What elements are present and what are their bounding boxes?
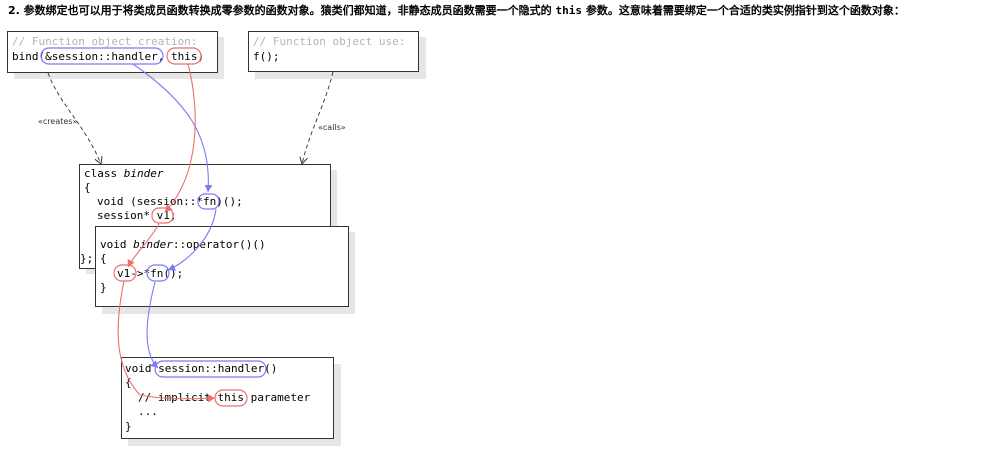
v1-member-highlight xyxy=(151,207,174,224)
heading-code-this: this xyxy=(555,4,583,17)
dependency-arrows: «creates» «calls» xyxy=(38,71,346,164)
creates-label: «creates» xyxy=(38,117,77,126)
red-flow-segment-3 xyxy=(117,280,216,403)
operator-open-brace: { xyxy=(100,252,107,265)
handler-name-highlight xyxy=(154,360,267,378)
handler-ref-highlight xyxy=(40,47,164,65)
blue-flow-segment-2 xyxy=(167,208,217,272)
creates-arrow xyxy=(47,72,101,164)
blue-flow-segment-3 xyxy=(146,281,159,369)
handler-signature: void session::handler() xyxy=(125,362,277,375)
red-flow-segment-1 xyxy=(164,63,196,213)
binder-close-brace: }; xyxy=(80,252,93,265)
heading-text-1: 2. 参数绑定也可以用于将类成员函数转换成零参数的函数对象。猿类们都知道，非静态… xyxy=(8,4,552,17)
fn-member-highlight xyxy=(197,193,220,210)
use-code: f(); xyxy=(253,50,280,63)
use-box: // Function object use: f(); xyxy=(248,31,426,79)
calls-arrow xyxy=(302,71,334,164)
binder-v1-member: session* v1; xyxy=(97,209,176,222)
description-heading: 2. 参数绑定也可以用于将类成员函数转换成零参数的函数对象。猿类们都知道，非静态… xyxy=(8,3,983,18)
handler-ellipsis: ... xyxy=(138,405,158,418)
creation-comment: // Function object creation: xyxy=(12,35,197,48)
heading-text-2: 参数。这意味着需要绑定一个合适的类实例指针到这个函数对象： xyxy=(585,4,905,17)
calls-label: «calls» xyxy=(318,123,346,132)
operator-close-brace: } xyxy=(100,281,107,294)
operator-box: void binder::operator()() { v1->*fn(); } xyxy=(95,226,355,314)
blue-flow-segment-1 xyxy=(132,63,213,193)
handler-close-brace: } xyxy=(125,420,132,433)
binder-fn-member: void (session::*fn)(); xyxy=(97,195,243,208)
use-comment: // Function object use: xyxy=(253,35,405,48)
red-flow xyxy=(117,63,216,403)
v1-call-highlight xyxy=(113,264,137,282)
creation-box: // Function object creation: bind(&sessi… xyxy=(7,31,224,79)
handler-box: void session::handler() { // implicit th… xyxy=(121,357,341,446)
handler-comment: // implicit this parameter xyxy=(138,391,311,404)
handler-open-brace: { xyxy=(125,376,132,389)
binder-class-decl: class binder xyxy=(84,167,164,180)
fn-call-highlight xyxy=(146,264,170,282)
red-flow-segment-2 xyxy=(127,223,160,268)
creation-code: bind(&session::handler, this) xyxy=(12,50,204,63)
operator-signature: void binder::operator()() xyxy=(100,238,266,251)
binder-open-brace: { xyxy=(84,181,91,194)
blue-flow xyxy=(132,63,217,369)
operator-call: v1->*fn(); xyxy=(117,267,183,280)
this-arg-highlight xyxy=(166,47,202,65)
